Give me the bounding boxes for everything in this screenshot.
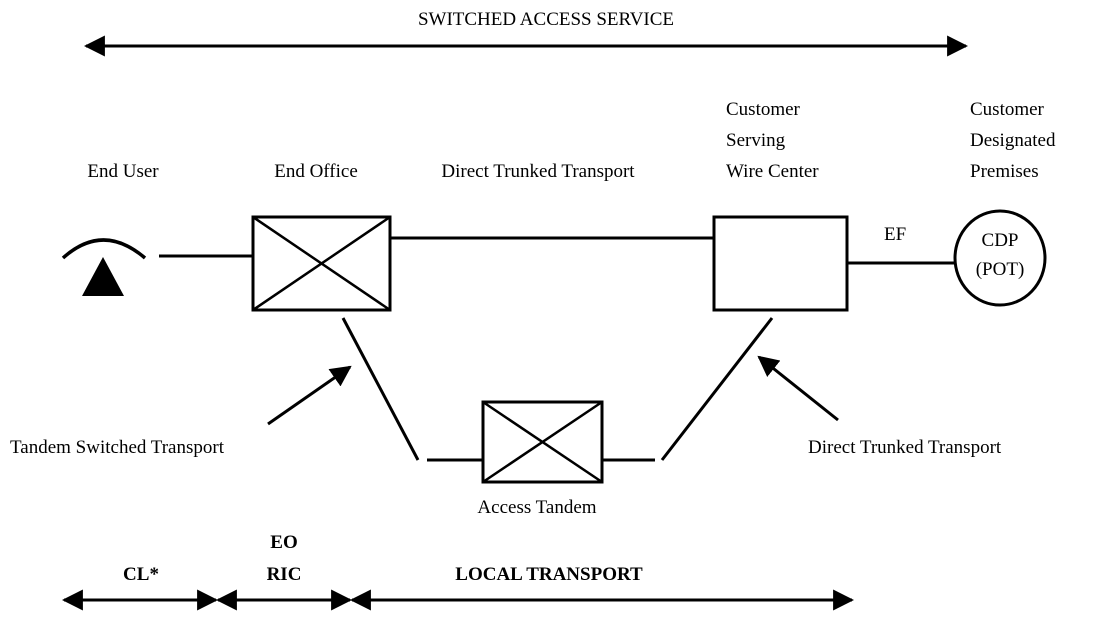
direct-trunked-transport-bottom-label: Direct Trunked Transport bbox=[808, 437, 1002, 458]
tandem-switched-transport-label: Tandem Switched Transport bbox=[10, 437, 225, 458]
cdp-label: CDP bbox=[982, 230, 1019, 251]
tandem-switched-transport-pointer bbox=[267, 365, 352, 426]
end-office-switch-icon bbox=[251, 215, 392, 312]
end-office-label: End Office bbox=[274, 161, 358, 182]
ric-label: RIC bbox=[267, 564, 302, 585]
wire-center-label-line-2: Serving bbox=[726, 130, 786, 151]
access-tandem-label: Access Tandem bbox=[477, 497, 596, 518]
wire-center-label-line-1: Customer bbox=[726, 99, 801, 120]
ef-label: EF bbox=[884, 224, 906, 245]
pot-label: (POT) bbox=[976, 259, 1025, 280]
eo-label: EO bbox=[270, 532, 297, 553]
end-office-to-tandem-line bbox=[341, 317, 420, 461]
premises-label-line-3: Premises bbox=[970, 161, 1039, 182]
cdp-pot-circle: CDP (POT) bbox=[953, 209, 1047, 307]
direct-trunked-transport-pointer bbox=[757, 355, 839, 422]
premises-label-line-2: Designated bbox=[970, 130, 1056, 151]
premises-label-line-1: Customer bbox=[970, 99, 1045, 120]
diagram-title: SWITCHED ACCESS SERVICE bbox=[418, 9, 674, 30]
access-tandem-switch-icon bbox=[481, 400, 604, 484]
wire-center-to-tandem-line bbox=[660, 317, 774, 461]
wire-center-label-line-3: Wire Center bbox=[726, 161, 819, 182]
end-user-label: End User bbox=[87, 161, 159, 182]
telephone-icon bbox=[61, 238, 147, 296]
cl-label: CL* bbox=[123, 564, 159, 585]
wire-center-box bbox=[712, 215, 849, 312]
local-transport-label: LOCAL TRANSPORT bbox=[455, 564, 643, 585]
direct-trunked-transport-top-label: Direct Trunked Transport bbox=[441, 161, 635, 182]
